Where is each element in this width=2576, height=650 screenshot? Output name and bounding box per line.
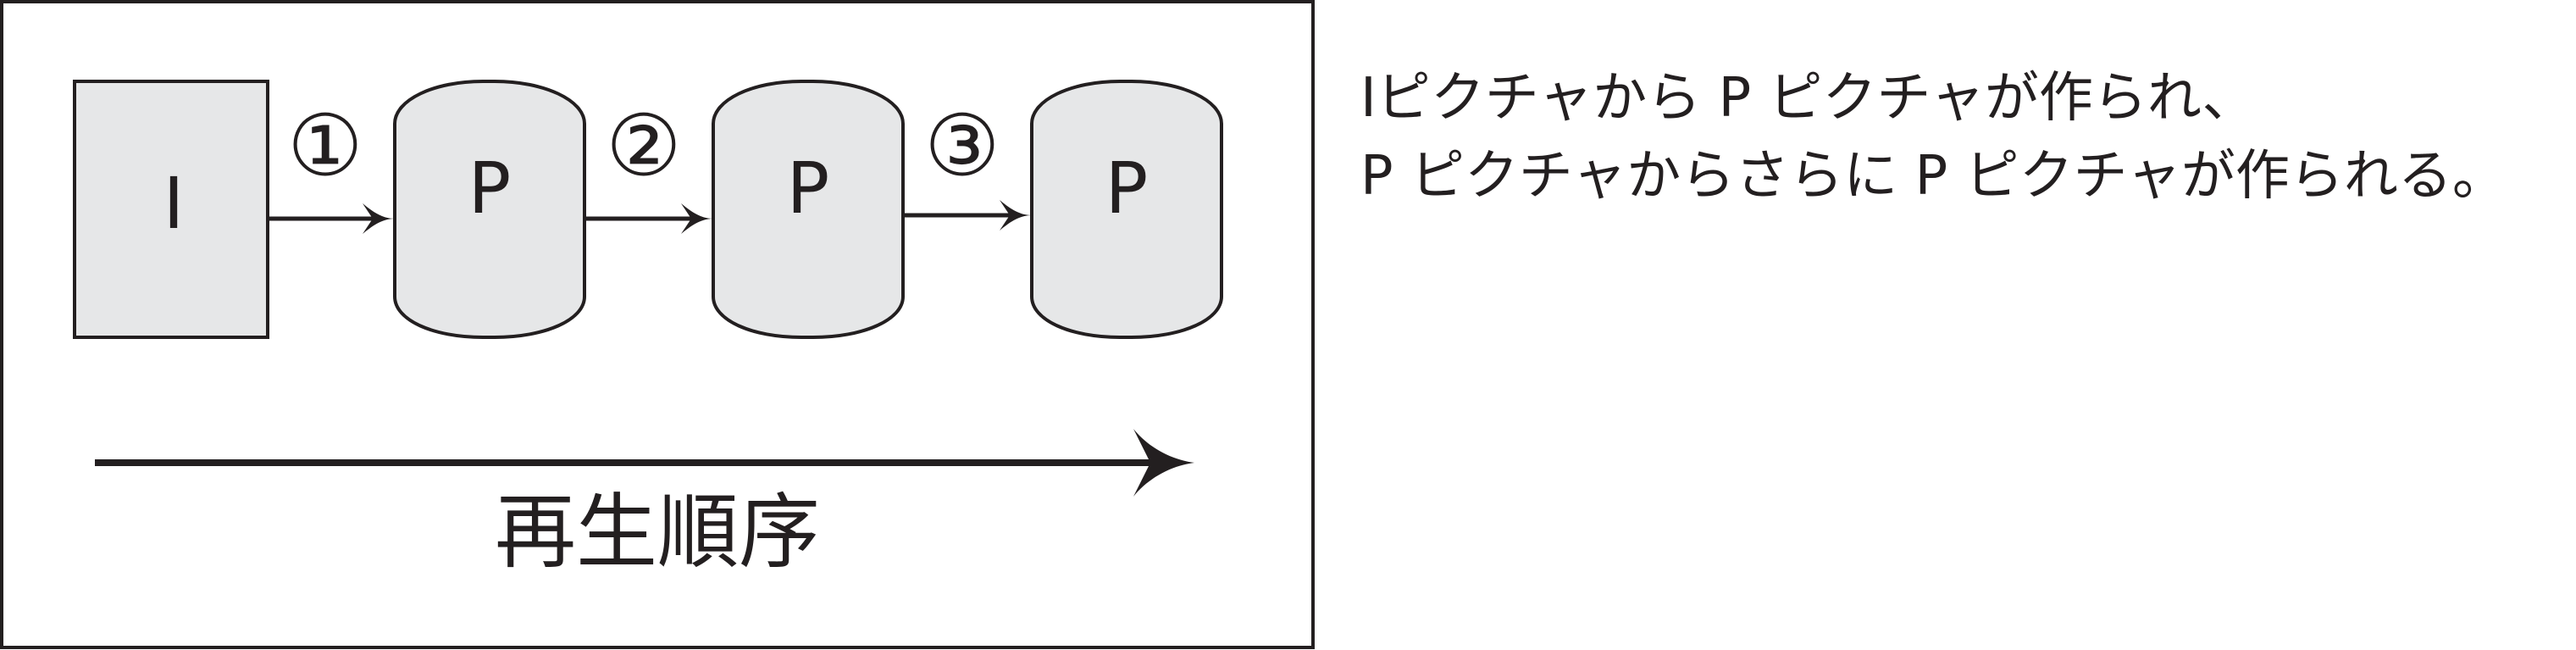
- node-p1-cylinder: [393, 80, 586, 339]
- node-p-picture-2: P: [712, 80, 905, 339]
- node-p3-cylinder: [1030, 80, 1223, 339]
- edge-1-arrowhead: [363, 203, 395, 234]
- edge-2-arrowhead: [681, 203, 713, 234]
- node-p2-label: P: [787, 147, 830, 230]
- caption: Iピクチャから P ピクチャが作られ、 P ピクチャからさらに P ピクチャが作…: [1360, 59, 2507, 215]
- timeline-label: 再生順序: [495, 485, 820, 580]
- node-p-picture-1: P: [393, 80, 586, 339]
- node-p-picture-3: P: [1030, 80, 1223, 339]
- caption-line-1: Iピクチャから P ピクチャが作られ、: [1360, 67, 2257, 130]
- node-i-label: I: [163, 162, 185, 245]
- node-p3-label: P: [1105, 147, 1149, 230]
- caption-line-2: P ピクチャからさらに P ピクチャが作られる。: [1360, 145, 2507, 208]
- playback-order-timeline: 再生順序: [95, 429, 1194, 580]
- edge-3: ③: [903, 97, 1032, 231]
- edge-1-step-label: ①: [287, 97, 363, 196]
- edge-3-step-label: ③: [924, 97, 1000, 196]
- edge-2: ②: [584, 97, 713, 234]
- timeline-arrowhead: [1133, 429, 1194, 497]
- edge-1: ①: [268, 97, 395, 234]
- node-p1-label: P: [468, 147, 512, 230]
- edge-3-arrowhead: [1000, 200, 1032, 231]
- edge-2-step-label: ②: [606, 97, 682, 196]
- node-i-box: [73, 80, 269, 339]
- node-i-picture: I: [73, 80, 269, 339]
- node-p2-cylinder: [712, 80, 905, 339]
